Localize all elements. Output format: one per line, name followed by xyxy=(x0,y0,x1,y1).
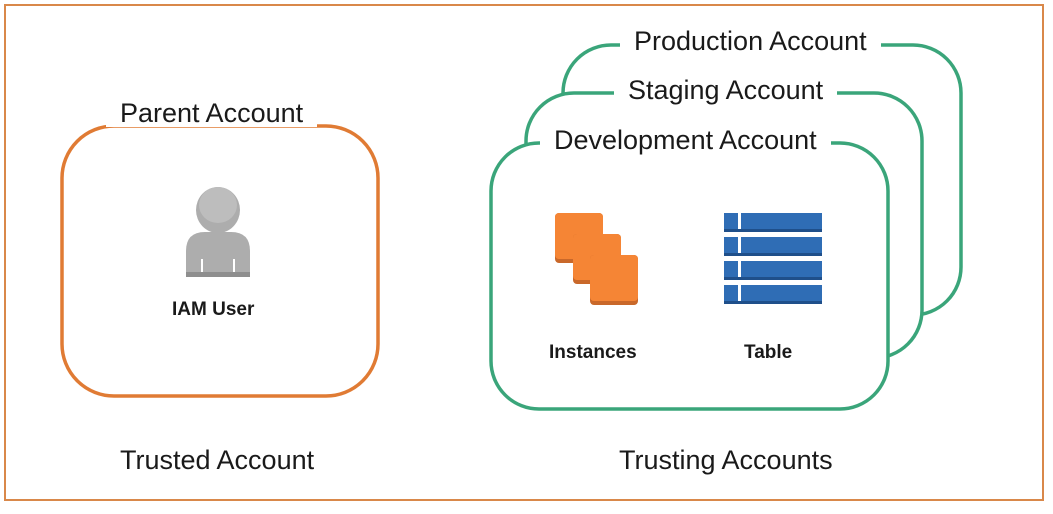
iam-user-label: IAM User xyxy=(172,299,255,320)
staging-account-title: Staging Account xyxy=(614,77,838,104)
parent-account-title: Parent Account xyxy=(106,100,318,127)
development-account-title: Development Account xyxy=(540,127,831,154)
dynamodb-table-icon xyxy=(724,213,822,304)
development-account-box xyxy=(489,141,890,411)
trusting-accounts-label: Trusting Accounts xyxy=(619,445,833,475)
table-label: Table xyxy=(744,342,793,363)
trusted-account-label: Trusted Account xyxy=(120,445,315,475)
production-account-title: Production Account xyxy=(620,28,881,55)
iam-user-icon xyxy=(186,187,250,277)
instances-label: Instances xyxy=(549,342,637,363)
ec2-instances-icon xyxy=(555,213,638,305)
